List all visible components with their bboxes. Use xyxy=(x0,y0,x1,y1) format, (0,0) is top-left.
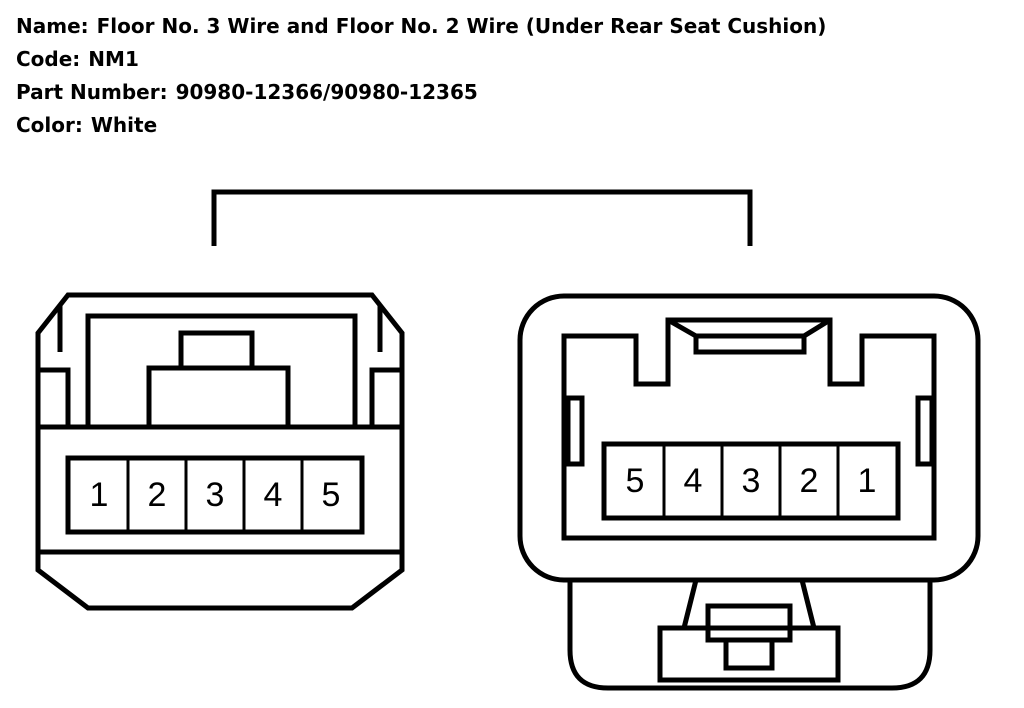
left-pin-4: 4 xyxy=(264,476,283,514)
right-lock-bar xyxy=(693,333,807,355)
name-label: Name: xyxy=(16,14,89,38)
left-connector-bottom xyxy=(35,552,405,611)
right-pin-3: 3 xyxy=(742,462,761,500)
right-side-slot-right xyxy=(915,395,935,467)
right-latch-frame xyxy=(657,625,841,683)
right-pin-1: 1 xyxy=(858,462,877,500)
code-value: NM1 xyxy=(88,47,139,71)
right-pin-2: 2 xyxy=(800,462,819,500)
right-latch-notch xyxy=(723,637,775,671)
right-connector xyxy=(517,293,981,691)
left-connector xyxy=(35,292,405,611)
left-pin-5: 5 xyxy=(322,476,341,514)
right-pin-5: 5 xyxy=(626,462,645,500)
name-row: Name: Floor No. 3 Wire and Floor No. 2 Wi… xyxy=(16,10,826,43)
left-side-rib-left xyxy=(38,367,71,427)
color-label: Color: xyxy=(16,113,83,137)
right-connector-body xyxy=(517,293,981,583)
right-latch-slope-right xyxy=(799,579,817,629)
right-latch-tab xyxy=(705,603,793,643)
part-number-value: 90980-12366/90980-12365 xyxy=(175,80,478,104)
left-pin-2: 2 xyxy=(148,476,167,514)
right-latch-slope-left xyxy=(681,579,699,629)
connector-info: Name: Floor No. 3 Wire and Floor No. 2 Wi… xyxy=(16,10,826,142)
left-side-rib-right xyxy=(369,367,402,427)
part-number-row: Part Number: 90980-12366/90980-12365 xyxy=(16,76,826,109)
color-row: Color: White xyxy=(16,109,826,142)
color-value: White xyxy=(90,113,158,137)
part-number-label: Part Number: xyxy=(16,80,168,104)
mating-bracket xyxy=(211,189,753,246)
left-pin-3: 3 xyxy=(206,476,225,514)
right-latch-body xyxy=(567,580,933,691)
right-pin-housing xyxy=(601,441,901,521)
right-pin-row: 5 4 3 2 1 xyxy=(626,446,877,516)
left-pin-row: 1 2 3 4 5 xyxy=(90,460,341,530)
left-pin-1: 1 xyxy=(90,476,109,514)
code-row: Code: NM1 xyxy=(16,43,826,76)
left-pin-housing xyxy=(65,455,365,535)
left-lock-tab xyxy=(178,330,255,371)
code-label: Code: xyxy=(16,47,81,71)
right-inner-cavity xyxy=(561,317,937,541)
name-value: Floor No. 3 Wire and Floor No. 2 Wire (U… xyxy=(96,14,827,38)
right-side-slot-left xyxy=(565,395,585,467)
right-pin-4: 4 xyxy=(684,462,703,500)
